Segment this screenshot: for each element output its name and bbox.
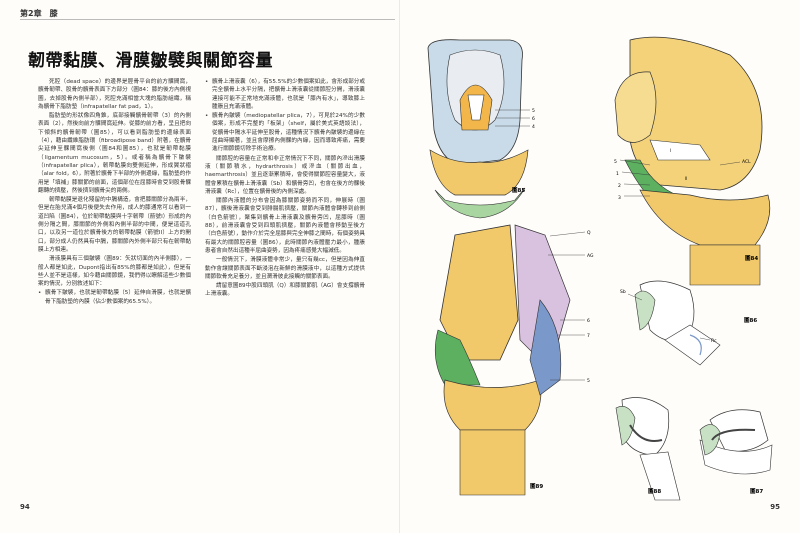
label-q: Q xyxy=(587,230,591,236)
left-page: 第2章 膝 韌帶黏膜、滑膜皺襞與關節容量 死腔（dead space）的邊界是脛… xyxy=(0,0,400,533)
label-rc: Rc xyxy=(711,338,717,344)
label-5: 5 xyxy=(587,378,590,384)
figure-85-caption: 圖85 xyxy=(512,186,525,194)
label-5: 5 xyxy=(532,108,535,114)
paragraph: 死腔（dead space）的邊界是脛骨平台的前方髁間窩，髕骨韌帶、股骨的髕骨表… xyxy=(38,79,191,110)
text-column-1: 死腔（dead space）的邊界是脛骨平台的前方髁間窩，髕骨韌帶、股骨的髕骨表… xyxy=(38,78,191,307)
paragraph: 滑液膜具有三個皺襞（圖89：矢狀切面的內半側膝），一般人都是如此，Dupont指… xyxy=(38,256,191,288)
label-5: 5 xyxy=(614,159,617,165)
bullet-item: 髕骨上滑液囊（6），有55.5%的少數個案如此，會形成部分或完全髕骨上水平分隔，… xyxy=(205,78,365,111)
label-4: 4 xyxy=(532,124,535,130)
figure-86-illustration: Sb Rc 圖86 xyxy=(620,280,757,366)
right-page: 5 6 4 圖85 5 1 2 3 ACL I II 圖84 xyxy=(400,0,800,533)
page-number-left: 94 xyxy=(20,503,30,511)
page-number-right: 95 xyxy=(770,503,780,511)
paragraph: 一般情況下，滑膜液體非常少，量只有幾cc，但是因為伸直動作會讓關節表面不斷浸泡在… xyxy=(205,257,365,280)
label-1: 1 xyxy=(616,171,619,177)
figure-88-caption: 圖88 xyxy=(648,487,661,495)
label-ag: AG xyxy=(587,253,594,259)
label-6: 6 xyxy=(587,318,590,324)
anatomy-illustrations: 5 6 4 圖85 5 1 2 3 ACL I II 圖84 xyxy=(427,36,773,501)
page-title: 韌帶黏膜、滑膜皺襞與關節容量 xyxy=(28,51,273,71)
paragraph: 脂肪墊的形狀像四角錐，底部接觸髕骨韌帶（3）的內側表面（2），然後向前方髁間窩延… xyxy=(38,113,191,194)
paragraph: 請留意圖89中股四頭肌（Q）和膝關節肌（AG）會支撐髕骨上滑液囊。 xyxy=(205,283,365,298)
bullet-item: 髕骨下皺襞，也就是韌帶黏膜（5）延伸自滑膜，也就是髕骨下脂肪墊的內膜（佔少數個案… xyxy=(38,289,191,306)
label-sb: Sb xyxy=(620,289,626,295)
paragraph: 關節內液體的分布會因為膝關節姿勢而不同，伸展時（圖87），髕後滑液囊會受到腓腸肌… xyxy=(205,198,365,254)
figure-86-caption: 圖86 xyxy=(744,316,757,324)
figure-89-illustration: Q AG 6 7 5 圖89 xyxy=(434,224,594,496)
figure-87-caption: 圖87 xyxy=(750,487,763,495)
figure-88-illustration: 圖88 xyxy=(615,397,681,501)
header-rule xyxy=(20,19,395,20)
figure-84-caption: 圖84 xyxy=(745,254,758,262)
label-2: 2 xyxy=(618,183,621,189)
figure-84-illustration: 5 1 2 3 ACL I II 圖84 xyxy=(614,36,771,286)
label-arrow-i: I xyxy=(670,148,671,153)
paragraph: 關節腔的容量在正常和非正常情況下不同，關節內滲出滑膜液（關節積水，hydrart… xyxy=(205,155,365,195)
label-3: 3 xyxy=(618,195,621,201)
figure-85-illustration: 5 6 4 圖85 xyxy=(427,39,535,219)
figure-89-caption: 圖89 xyxy=(530,482,543,490)
paragraph: 韌帶黏膜是退化殘留的中膈構造，會把膝關節分為兩半，但是在胎兒滿4個月後便失去作用… xyxy=(38,197,191,253)
label-6: 6 xyxy=(532,116,535,122)
bullet-item: 髕骨內皺襞（mediopatellar plica，7），可見於24%的少數個案… xyxy=(205,112,365,153)
chapter-header: 第2章 膝 xyxy=(20,9,58,18)
label-arrow-ii: II xyxy=(685,176,687,181)
label-7: 7 xyxy=(587,333,590,339)
text-column-2: 髕骨上滑液囊（6），有55.5%的少數個案如此，會形成部分或完全髕骨上水平分隔，… xyxy=(205,78,365,300)
figure-87-illustration: 圖87 xyxy=(699,409,773,495)
label-acl: ACL xyxy=(742,159,751,165)
